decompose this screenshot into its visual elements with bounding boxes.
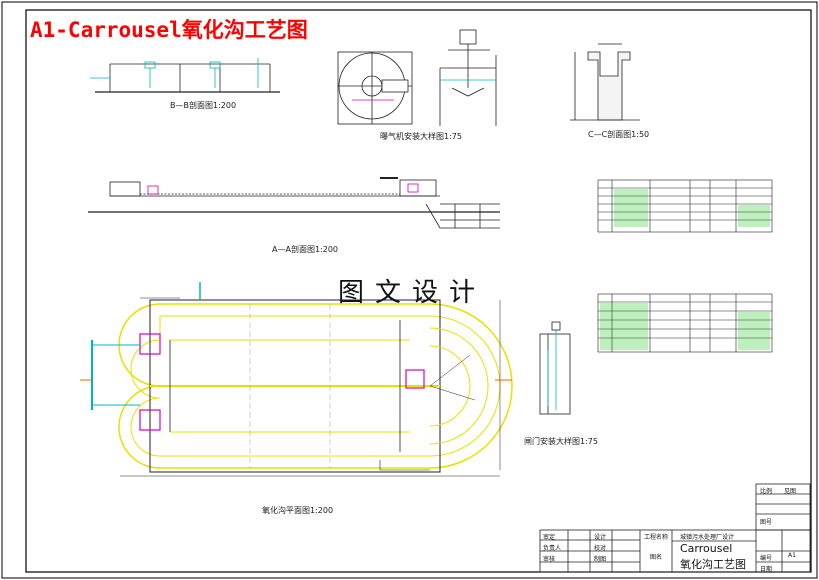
title-block-grid [539, 483, 811, 573]
equipment-table-1 [597, 179, 773, 233]
tb-review-label: 审核 [543, 556, 556, 563]
tb-drawing-no: A1 [788, 552, 796, 559]
label-plan-view: 氧化沟平面图1:200 [262, 506, 334, 515]
tb-design-label: 设计 [594, 534, 607, 541]
bb-section-view [90, 58, 280, 93]
equipment-table-2 [597, 293, 773, 353]
tb-leader-label: 负责人 [543, 545, 562, 552]
plan-view [80, 282, 513, 477]
gate-detail-view [539, 321, 571, 415]
tb-approve-label: 审定 [543, 534, 556, 541]
cc-section-view [570, 43, 640, 121]
aa-section-view [88, 177, 500, 229]
drawing-title: A1-Carrousel氧化沟工艺图 [30, 18, 308, 42]
label-aerator-detail: 曝气机安装大样图1:75 [380, 132, 462, 141]
tb-project: 城镇污水处理厂设计 [680, 534, 735, 541]
aerator-detail-view [337, 29, 497, 126]
tb-drawn-label: 制图 [594, 556, 607, 563]
tb-drawing-no-label: 编号 [760, 555, 773, 562]
tb-project-label: 工程名称 [644, 534, 669, 541]
tb-scale-label: 比例 [760, 488, 773, 495]
inner-border [25, 9, 812, 573]
tb-drawing-name-label: 图名 [650, 554, 663, 561]
label-bb-section: B—B剖面图1:200 [170, 101, 237, 110]
label-aa-section: A—A剖面图1:200 [272, 245, 338, 254]
watermark-text: 图文设计 [338, 278, 487, 308]
tb-sheet-label: 图号 [760, 519, 773, 526]
tb-drawing-name-2: 氧化沟工艺图 [680, 558, 746, 571]
tb-scale-value: 见图 [784, 488, 797, 495]
label-gate-detail: 闸门安装大样图1:75 [524, 437, 598, 446]
label-cc-section: C—C剖面图1:50 [588, 130, 650, 139]
tb-drawing-name-1: Carrousel [680, 542, 733, 555]
tb-date-label: 日期 [760, 566, 773, 573]
tb-check-label: 校对 [594, 545, 607, 552]
